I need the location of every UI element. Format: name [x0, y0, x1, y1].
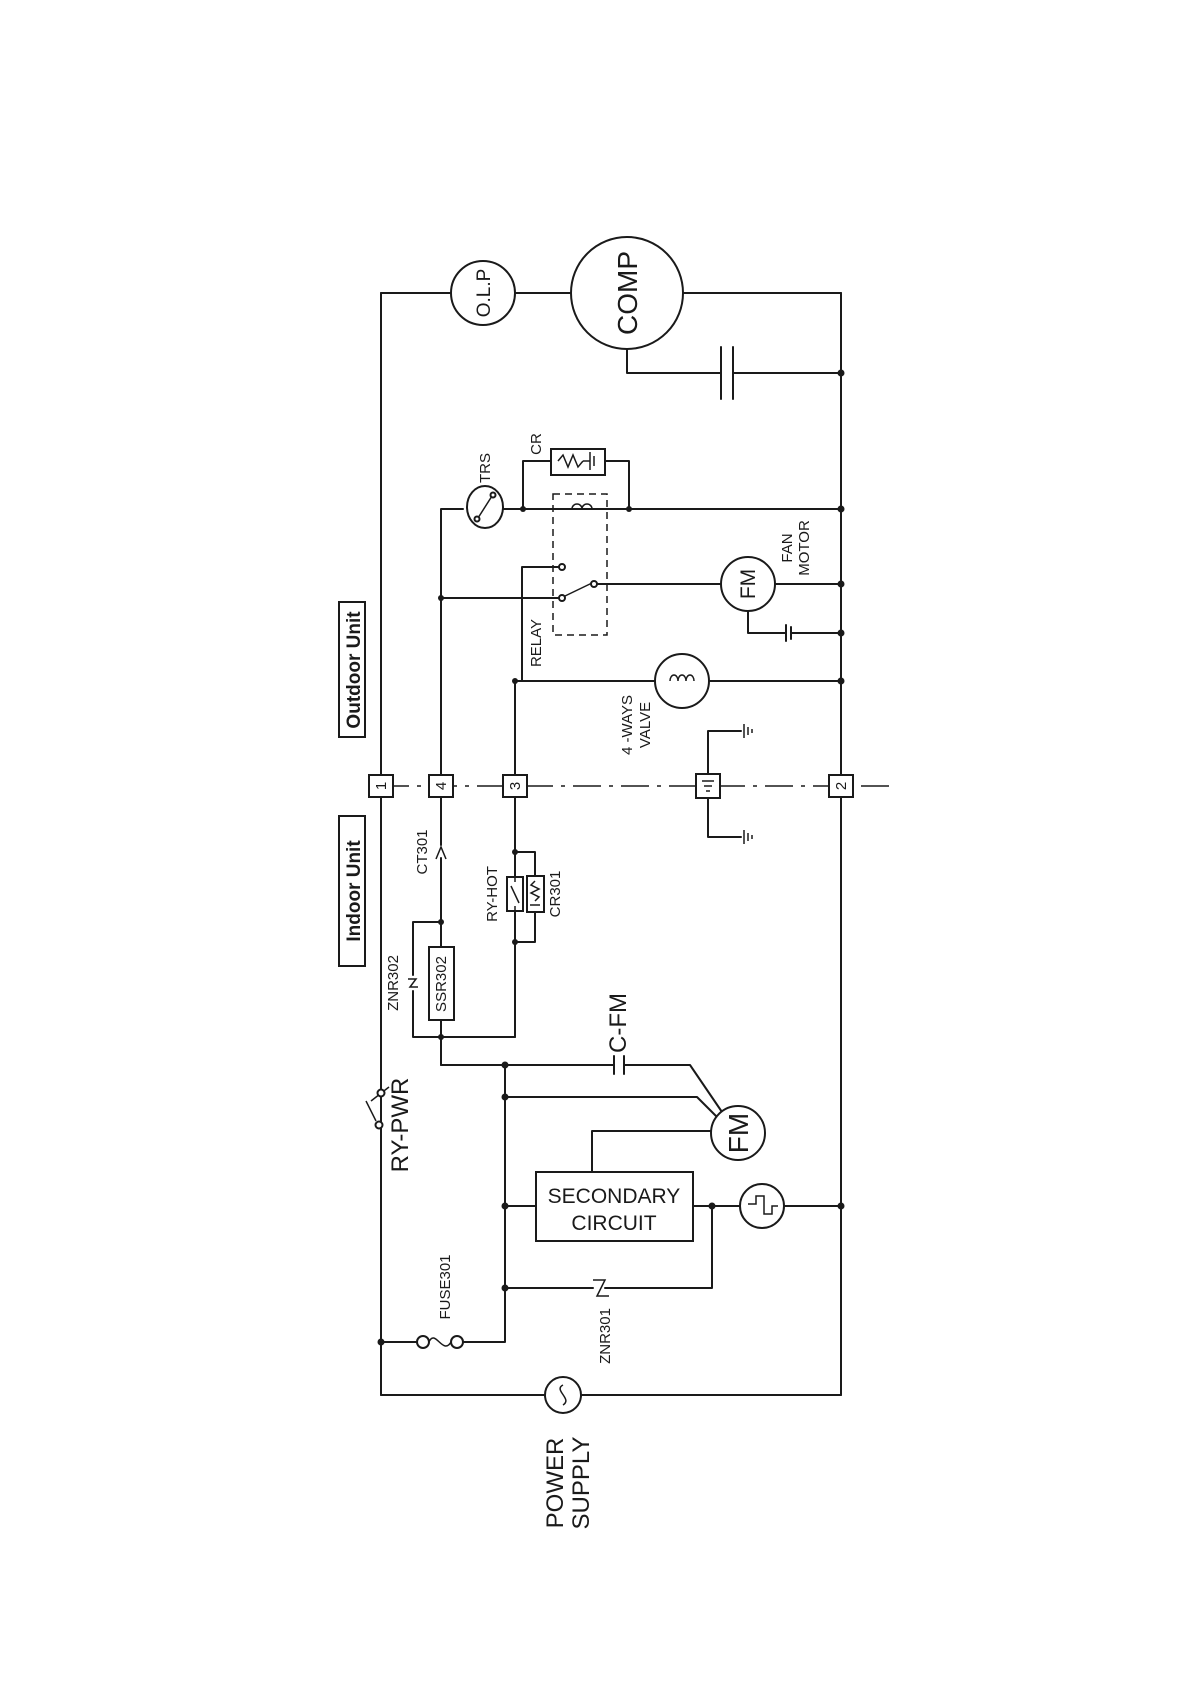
svg-text:1: 1	[373, 782, 390, 790]
ground-terminal	[696, 724, 752, 844]
relay-label: RELAY	[528, 619, 545, 667]
znr302-label: ZNR302	[385, 955, 402, 1011]
terminal-2: 2	[829, 775, 853, 797]
compressor: COMP	[571, 237, 683, 349]
outdoor-fm-label: FM	[737, 569, 760, 599]
trs-label: TRS	[477, 453, 494, 483]
outdoor-unit-label: Outdoor Unit	[339, 602, 365, 737]
comp-label: COMP	[612, 251, 643, 335]
outdoor-fan-motor: FM FAN MOTOR	[721, 520, 845, 641]
fan-motor-label-line1: FAN	[779, 533, 796, 562]
fuse301-branch: FUSE301	[378, 1254, 506, 1348]
ct301-label: CT301	[414, 829, 431, 874]
secondary-circuit-label-line2: CIRCUIT	[571, 1212, 656, 1235]
ct301-ssr302-branch: CT301 ZNR302 SSR302	[385, 797, 454, 1065]
four-way-valve: 4 -WAYS VALVE	[512, 654, 845, 786]
cr301-label: CR301	[547, 871, 564, 918]
terminal-3: 3	[503, 775, 527, 797]
c-fm-label: C-FM	[605, 993, 632, 1053]
secondary-circuit-branch: SECONDARY CIRCUIT	[502, 1065, 845, 1292]
indoor-fm-label: FM	[723, 1113, 754, 1153]
ry-pwr-switch: RY-PWR	[366, 1078, 414, 1173]
ry-hot-cr301-branch: RY-HOT CR301	[441, 797, 564, 1037]
compressor-capacitor	[627, 347, 845, 399]
fan-motor-label-line2: MOTOR	[796, 520, 813, 576]
svg-text:3: 3	[507, 782, 524, 790]
indoor-fan-branch: C-FM FM	[441, 993, 765, 1184]
svg-text:2: 2	[833, 782, 850, 790]
ssr302-label: SSR302	[433, 956, 450, 1012]
valve-label-line1: 4 -WAYS	[619, 695, 636, 755]
olp-label: O.L.P	[474, 269, 495, 318]
outdoor-unit-text: Outdoor Unit	[344, 611, 365, 729]
svg-text:4: 4	[433, 782, 450, 790]
fuse301-label: FUSE301	[437, 1254, 454, 1319]
indoor-unit-label: Indoor Unit	[339, 816, 365, 966]
ry-hot-label: RY-HOT	[484, 866, 501, 922]
power-supply-label-line1: POWER	[542, 1438, 569, 1529]
indoor-unit-text: Indoor Unit	[344, 840, 365, 942]
secondary-circuit-label-line1: SECONDARY	[548, 1185, 681, 1208]
cr-label: CR	[528, 433, 545, 455]
olp-component: O.L.P	[451, 261, 515, 325]
znr301-label: ZNR301	[597, 1308, 614, 1364]
valve-label-line2: VALVE	[637, 702, 654, 748]
ry-pwr-label: RY-PWR	[387, 1078, 414, 1173]
power-supply: POWER SUPPLY	[542, 1377, 595, 1529]
terminal-4: 4	[429, 775, 453, 797]
power-supply-label-line2: SUPPLY	[568, 1437, 595, 1530]
terminal-1: 1	[369, 775, 393, 797]
